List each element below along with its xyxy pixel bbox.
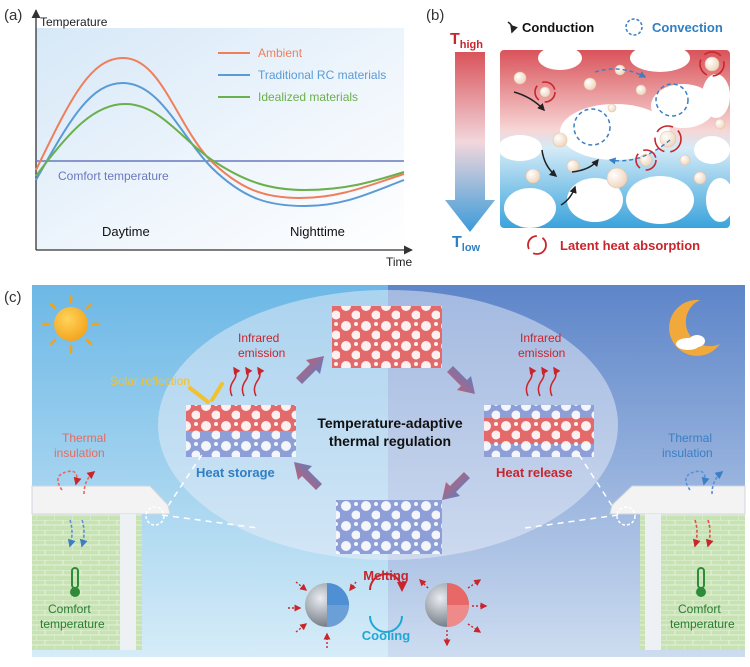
- thermal-insulation-left-line1: Thermal: [62, 431, 106, 445]
- panel-c: (c): [4, 285, 746, 657]
- central-ellipse: [158, 290, 618, 560]
- legend-idealized: Idealized materials: [258, 90, 358, 104]
- solar-reflection-label: Solar reflection: [110, 374, 190, 388]
- thermal-insulation-right-line1: Thermal: [668, 431, 712, 445]
- convection-icon: [625, 18, 643, 36]
- panel-a-label: (a): [4, 7, 22, 24]
- infrared-arrows-left: [229, 366, 265, 397]
- solar-reflection-arrows: [188, 382, 224, 404]
- material-block-bottom: [336, 500, 442, 554]
- panel-a-background: [36, 28, 404, 250]
- legend: Ambient Traditional RC materials Idealiz…: [218, 46, 386, 104]
- infrared-right-line1: Infrared: [520, 331, 561, 345]
- t-low-label: Tlow: [452, 234, 481, 254]
- melting-label: Melting: [363, 568, 409, 583]
- ambient-curve: [35, 56, 405, 200]
- callout-lines: [161, 449, 619, 529]
- infrared-right-line2: emission: [518, 346, 565, 360]
- x-axis-label: Time: [386, 255, 413, 269]
- sun-icon: [41, 294, 101, 354]
- thermometer-icon-right: [696, 567, 706, 597]
- thermal-insulation-arrows-left: [57, 470, 96, 495]
- panel-b: (b) Thigh Tlow Conduction Convection: [426, 7, 734, 255]
- conduction-icon: [507, 21, 518, 34]
- comfort-label: Comfort temperature: [58, 169, 169, 183]
- cycle-arrow-bottom-right: [442, 472, 470, 500]
- infrared-left-line1: Infrared: [238, 331, 279, 345]
- infrared-left-line2: emission: [238, 346, 285, 360]
- pcm-sphere-liquid: [419, 579, 488, 647]
- nighttime-label: Nighttime: [290, 224, 345, 239]
- center-title-line1: Temperature-adaptive: [317, 415, 462, 431]
- porous-material: [498, 44, 734, 228]
- daytime-label: Daytime: [102, 224, 150, 239]
- heat-release-label: Heat release: [496, 465, 573, 480]
- warm-arrows-right: [692, 519, 714, 548]
- heat-storage-label: Heat storage: [196, 465, 275, 480]
- house-right: [609, 485, 746, 650]
- comfort-left-line1: Comfort: [48, 602, 91, 616]
- conduction-label: Conduction: [522, 20, 594, 35]
- cooling-label: Cooling: [362, 628, 410, 643]
- comfort-left-line2: temperature: [40, 617, 105, 631]
- panel-b-label: (b): [426, 7, 444, 24]
- melting-arrow: [369, 573, 407, 592]
- panel-a: (a) Temperature Time Comfort temperature…: [4, 7, 413, 269]
- comfort-right-line2: temperature: [670, 617, 735, 631]
- idealized-curve: [35, 102, 405, 192]
- infrared-arrows-right: [525, 366, 561, 397]
- thermal-insulation-right-line2: insulation: [662, 446, 713, 460]
- cool-arrows-left: [67, 519, 88, 548]
- cooling-arrow: [369, 615, 403, 633]
- cycle-arrow-bottom-left: [294, 462, 322, 490]
- latent-heat-label: Latent heat absorption: [560, 238, 700, 253]
- material-block-top: [332, 306, 442, 368]
- moon-icon: [669, 299, 720, 356]
- cycle-arrow-top-right: [447, 366, 475, 394]
- panel-c-label: (c): [4, 289, 22, 306]
- center-title-line2: thermal regulation: [329, 433, 451, 449]
- y-axis-label: Temperature: [40, 15, 108, 29]
- comfort-right-line1: Comfort: [678, 602, 721, 616]
- pcm-sphere-solid: [288, 581, 357, 648]
- latent-heat-icon: [527, 235, 547, 255]
- temperature-gradient-arrow: [445, 52, 495, 232]
- cycle-arrow-top-left: [296, 356, 324, 384]
- house-left: [31, 485, 171, 650]
- legend-ambient: Ambient: [258, 46, 303, 60]
- t-high-label: Thigh: [450, 31, 483, 51]
- thermal-insulation-left-line2: insulation: [54, 446, 105, 460]
- thermometer-icon-left: [70, 567, 80, 597]
- convection-label: Convection: [652, 20, 723, 35]
- thermal-insulation-arrows-right: [685, 470, 724, 495]
- legend-traditional: Traditional RC materials: [258, 68, 386, 82]
- traditional-rc-curve: [35, 81, 405, 208]
